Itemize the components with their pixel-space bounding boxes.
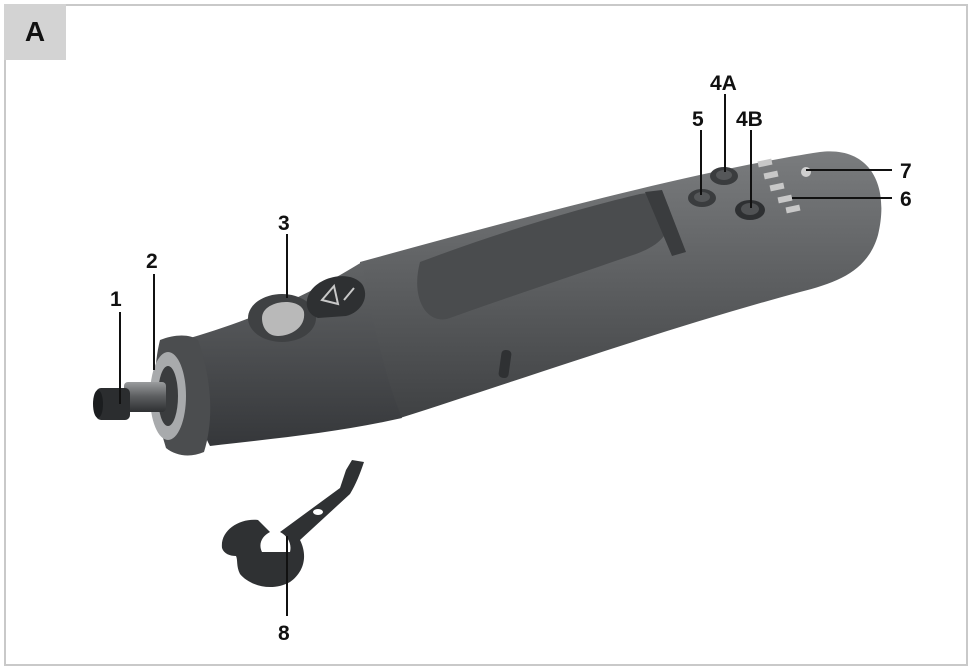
callout-5: 5: [692, 108, 704, 131]
callout-4b: 4B: [736, 108, 763, 131]
collet-nut: [96, 388, 130, 420]
charge-indicator-led-7: [801, 167, 811, 177]
grip-panel: [417, 193, 671, 320]
callout-7: 7: [900, 160, 912, 183]
callout-8: 8: [278, 622, 290, 645]
callout-3: 3: [278, 212, 290, 235]
vent: [498, 349, 512, 379]
callout-6: 6: [900, 188, 912, 211]
on-off-button: [262, 301, 305, 336]
leader-lines: [119, 94, 892, 616]
spanner-icon: [221, 460, 364, 588]
rotary-tool-icon: [93, 151, 882, 456]
figure-tag: A: [4, 4, 66, 60]
callout-4a: 4A: [710, 72, 737, 95]
callout-2: 2: [146, 250, 158, 273]
speed-indicator-leds-6: [757, 158, 801, 214]
callout-1: 1: [110, 288, 122, 311]
spindle-shaft: [124, 382, 166, 412]
body-slot: [645, 190, 686, 256]
